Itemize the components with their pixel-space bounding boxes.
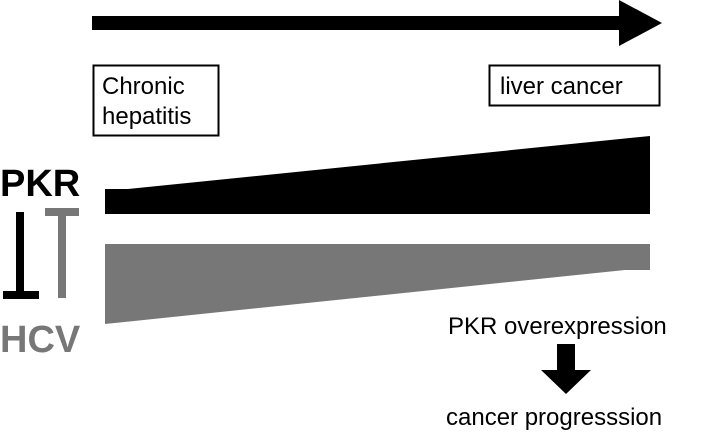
t-bar-inhibition-icon	[3, 212, 39, 299]
stage-label-liver-cancer: liver cancer	[500, 73, 623, 100]
cause-label: PKR overexpression	[448, 313, 667, 340]
stage-label-chronic: Chronic	[102, 73, 185, 100]
stage-label-hepatitis: hepatitis	[102, 103, 191, 130]
right-arrow-icon	[92, 0, 662, 46]
pkr-level-wedge	[105, 136, 650, 214]
down-arrow-icon	[541, 344, 591, 394]
hcv-level-wedge	[105, 244, 650, 324]
stage-box-liver-cancer: liver cancer	[488, 64, 661, 107]
stage-box-chronic-hepatitis: Chronic hepatitis	[92, 64, 220, 137]
hcv-label: HCV	[0, 319, 81, 361]
pkr-label: PKR	[0, 163, 80, 205]
t-bar-inhibition-icon-gray	[45, 208, 79, 298]
result-label: cancer progresssion	[446, 404, 662, 431]
